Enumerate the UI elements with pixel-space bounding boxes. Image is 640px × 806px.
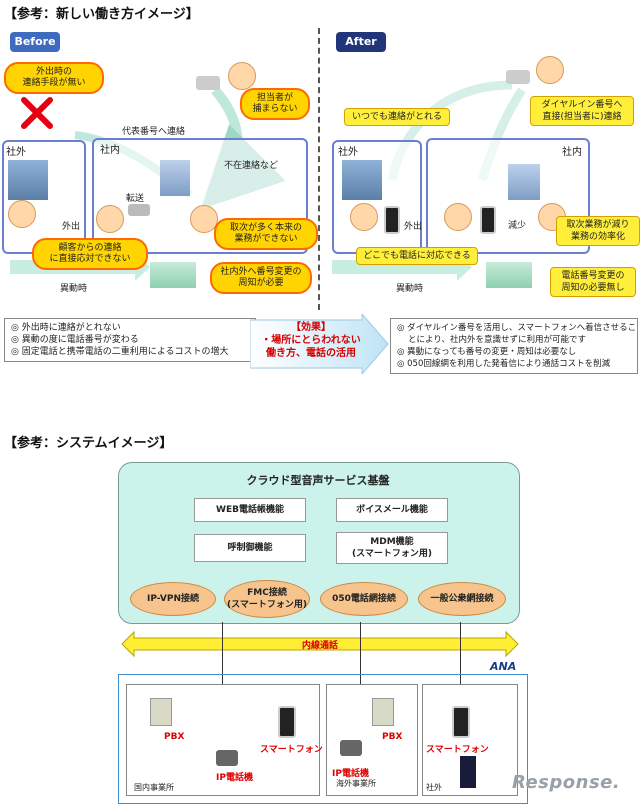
- extension-call-label: 内線通話: [301, 641, 338, 651]
- domestic-smartphone-label: スマートフォン: [260, 745, 323, 755]
- connection-public-network: 一般公衆網接続: [418, 582, 506, 616]
- label-transfer: 転送: [126, 194, 145, 204]
- person-icon: [8, 200, 36, 228]
- effect-arrow: [250, 314, 389, 374]
- extension-call-arrow: [121, 630, 519, 658]
- person-silhouette-icon: [460, 756, 476, 788]
- list-item: ◎ 外出時に連絡がとれない: [11, 323, 121, 333]
- before-after-divider: [318, 28, 320, 310]
- building-icon: [160, 160, 190, 196]
- before-inside-label: 社内: [100, 145, 120, 156]
- connection-fmc: FMC接続 (スマートフォン用): [224, 580, 310, 618]
- platform-title: クラウド型音声サービス基盤: [246, 474, 390, 487]
- outside-smartphone-label: スマートフォン: [426, 745, 489, 755]
- building-icon: [150, 262, 196, 288]
- building-icon: [8, 160, 48, 200]
- person-icon: [536, 56, 564, 84]
- list-item: ◎ 異動の度に電話番号が変わる: [11, 335, 139, 345]
- list-item: とにより、社内外を意識せずに利用が可能です: [408, 335, 586, 345]
- person-icon: [350, 203, 378, 231]
- list-item: ◎ 固定電話と携帯電話の二重利用によるコストの増大: [11, 347, 229, 357]
- person-icon: [96, 205, 124, 233]
- connector-line: [460, 622, 461, 684]
- function-web-phonebook: WEB電話帳機能: [194, 498, 306, 522]
- overseas-ip-phone-label: IP電話機: [332, 769, 369, 779]
- smartphone-icon: [384, 206, 400, 234]
- domestic-pbx-label: PBX: [164, 732, 185, 742]
- callout-customer-contact: 顧客からの連絡 に直接応対できない: [32, 238, 148, 270]
- callout-efficiency: 取次業務が減り 業務の効率化: [556, 216, 640, 246]
- building-icon: [342, 160, 382, 200]
- function-mdm: MDM機能 (スマートフォン用): [336, 532, 448, 564]
- callout-number-change-notice: 社内外へ番号変更の 周知が必要: [210, 262, 312, 294]
- after-label-transfer-move: 異動時: [396, 284, 424, 294]
- function-voicemail: ボイスメール機能: [336, 498, 448, 522]
- building-icon: [486, 262, 532, 288]
- person-icon: [444, 203, 472, 231]
- smartphone-icon: [480, 206, 496, 234]
- ana-logo: ANA: [490, 660, 517, 673]
- label-main-number: 代表番号へ連絡: [122, 127, 186, 137]
- label-absent-notice: 不在連絡など: [224, 161, 279, 171]
- smartphone-icon: [278, 706, 296, 738]
- after-outside-label: 社外: [338, 147, 358, 158]
- connector-line: [222, 622, 223, 684]
- callout-always-reachable: いつでも連絡がとれる: [344, 108, 450, 126]
- callout-no-contact-outside: 外出時の 連絡手段が無い: [4, 62, 104, 94]
- before-badge: Before: [10, 32, 60, 52]
- building-icon: [508, 164, 540, 200]
- connector-line: [360, 622, 361, 684]
- callout-cannot-reach: 担当者が 捕まらない: [240, 88, 310, 120]
- pbx-icon: [150, 698, 172, 726]
- after-inside-label: 社内: [562, 147, 582, 158]
- outside-label: 社外: [426, 783, 442, 792]
- function-call-control: 呼制御機能: [194, 534, 306, 562]
- connection-050: 050電話網接続: [320, 582, 408, 616]
- response-watermark: Response.: [512, 772, 621, 793]
- sites-frame: [118, 674, 528, 804]
- section-title-system: 【参考：システムイメージ】: [4, 436, 173, 451]
- before-issues-list: ◎ 外出時に連絡がとれない ◎ 異動の度に電話番号が変わる ◎ 固定電話と携帯電…: [4, 318, 256, 362]
- after-badge: After: [336, 32, 386, 52]
- phone-icon: [128, 204, 150, 216]
- no-contact-x-icon: [21, 97, 53, 129]
- after-label-going-out: 外出: [404, 222, 423, 232]
- person-icon: [228, 62, 256, 90]
- pbx-icon: [372, 698, 394, 726]
- person-icon: [190, 205, 218, 233]
- label-transfer-move: 異動時: [60, 284, 88, 294]
- callout-too-many-handoffs: 取次が多く本来の 業務ができない: [214, 218, 318, 250]
- overseas-pbx-label: PBX: [382, 732, 403, 742]
- callout-direct-dial: ダイヤルイン番号へ 直接(担当者に)連絡: [530, 96, 634, 126]
- phone-icon: [196, 76, 220, 90]
- smartphone-icon: [452, 706, 470, 738]
- after-benefits-list: ◎ ダイヤルイン番号を活用し、スマートフォンへ着信させるこ とにより、社内外を意…: [390, 318, 638, 374]
- phone-icon: [506, 70, 530, 84]
- effect-label: 【効果】 ・場所にとらわれない 働き方、電話の活用: [261, 322, 361, 359]
- section-title-new-workstyle: 【参考：新しい働き方イメージ】: [4, 7, 199, 22]
- label-decrease: 減少: [508, 221, 527, 231]
- callout-respond-anywhere: どこでも電話に対応できる: [356, 247, 478, 265]
- before-outside-label: 社外: [6, 147, 26, 158]
- domestic-office-label: 国内事業所: [134, 783, 174, 792]
- ip-phone-icon: [216, 750, 238, 766]
- overseas-office-label: 海外事業所: [336, 779, 376, 788]
- callout-no-notice-needed: 電話番号変更の 周知の必要無し: [550, 267, 636, 297]
- domestic-ip-phone-label: IP電話機: [216, 773, 253, 783]
- list-item: ◎ 050回線網を利用した発着信により通話コストを削減: [397, 359, 611, 369]
- connection-ip-vpn: IP-VPN接続: [130, 582, 216, 616]
- ip-phone-icon: [340, 740, 362, 756]
- label-going-out: 外出: [62, 222, 81, 232]
- list-item: ◎ ダイヤルイン番号を活用し、スマートフォンへ着信させるこ: [397, 323, 637, 333]
- list-item: ◎ 異動になっても番号の変更・周知は必要なし: [397, 347, 577, 357]
